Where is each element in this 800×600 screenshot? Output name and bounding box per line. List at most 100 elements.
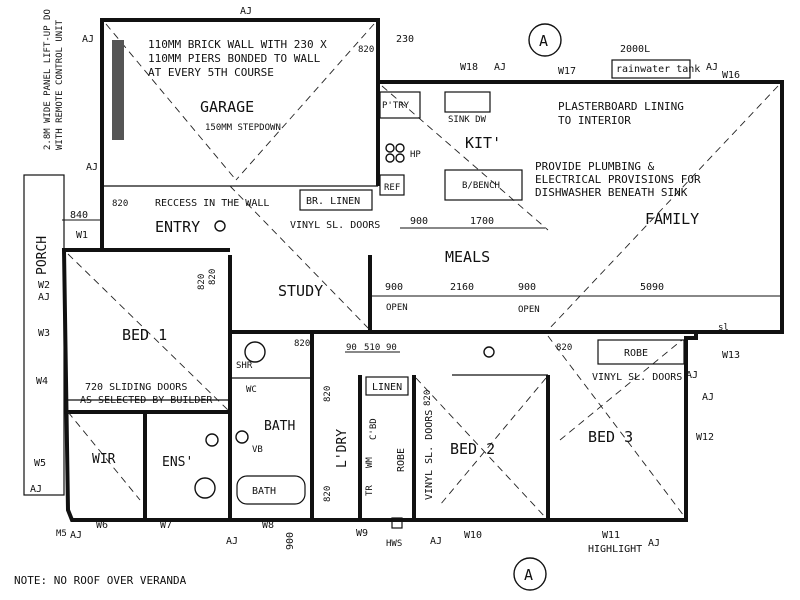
dim-2160: 2160 — [450, 282, 474, 293]
section-marker-top — [528, 23, 562, 57]
rainwater-tank-box — [611, 59, 691, 79]
window-w1: W1 — [76, 230, 88, 241]
window-w11: W11 — [602, 530, 620, 541]
tag-aj-10: AJ — [702, 392, 714, 403]
roof-lines — [67, 23, 779, 519]
dimension-labels: 230 840 900 1700 900 2160 900 5090 90 51… — [70, 34, 664, 550]
room-study: STUDY — [278, 282, 323, 300]
notes: 110MM BRICK WALL WITH 230 X 110MM PIERS … — [14, 9, 729, 587]
window-w5: W5 — [34, 458, 46, 469]
window-w12: W12 — [696, 432, 714, 443]
roof-note: NOTE: NO ROOF OVER VERANDA — [14, 574, 187, 587]
dim-900-b: 900 — [385, 282, 403, 293]
tank-label: rainwater tank — [616, 64, 700, 75]
window-w2: W2 — [38, 280, 50, 291]
room-bath: BATH — [264, 419, 295, 434]
garage-door-note-line2: WITH REMOTE CONTROL UNIT — [55, 19, 65, 150]
label-bbench: B/BENCH — [462, 181, 500, 191]
dim-90-b: 90 — [386, 343, 397, 353]
section-labels: A A — [524, 32, 548, 584]
vinyl-doors-note-1: VINYL SL. DOORS — [290, 220, 380, 231]
garage-wall-note-line3: AT EVERY 5TH COURSE — [148, 66, 274, 79]
window-labels: W1 W2 W3 W4 W5 W6 W7 W8 W9 W10 W11 W12 W… — [34, 62, 740, 541]
window-w9: W9 — [356, 528, 368, 539]
sink-box — [444, 91, 491, 113]
br-linen-box — [299, 189, 373, 211]
section-a-top: A — [539, 32, 548, 50]
window-w16: W16 — [722, 70, 740, 81]
dim-900-a: 900 — [410, 216, 428, 227]
room-garage: GARAGE — [200, 98, 254, 116]
pantry-box — [379, 91, 421, 119]
open-a: OPEN — [386, 303, 408, 313]
open-b: OPEN — [518, 305, 540, 315]
tag-aj-3: AJ — [494, 62, 506, 73]
label-pantry: P'TRY — [382, 101, 410, 111]
hall-light — [483, 346, 495, 358]
label-br-linen: BR. LINEN — [306, 196, 360, 207]
tag-aj-13: AJ — [38, 292, 50, 303]
window-w3: W3 — [38, 328, 50, 339]
tank-volume: 2000L — [620, 44, 650, 55]
garage-door-hatch — [112, 40, 124, 140]
dim-510: 510 — [364, 343, 380, 353]
porch-outline — [23, 174, 65, 496]
bath-shower — [244, 341, 266, 363]
vinyl-doors-note-2: VINYL SL. DOORS — [424, 410, 435, 500]
label-sink-dw: SINK DW — [448, 115, 487, 125]
room-bed2: BED 2 — [450, 440, 495, 458]
garage-door-note-line1: 2.8M WIDE PANEL LIFT-UP DO — [43, 9, 53, 150]
garage-wall-note-line1: 110MM BRICK WALL WITH 230 X — [148, 38, 327, 51]
linen-box — [365, 376, 409, 396]
plasterboard-note-line2: TO INTERIOR — [558, 114, 631, 127]
hws-box — [391, 517, 403, 529]
tag-aj-6: AJ — [30, 484, 42, 495]
label-hws: HWS — [386, 539, 402, 549]
outer-wall — [61, 80, 784, 522]
highlight-note: HIGHLIGHT — [588, 544, 642, 555]
window-m5: M5 — [56, 529, 67, 539]
window-w18: W18 — [460, 62, 478, 73]
door-size-labels: 820 820 820 820 820 820 820 820 820 — [112, 45, 572, 502]
robe-box-bed3 — [597, 339, 685, 365]
dim-1700: 1700 — [470, 216, 494, 227]
sl-note: sl — [718, 323, 729, 333]
label-robe-bed3: ROBE — [624, 348, 648, 359]
garage-wall-note-line2: 110MM PIERS BONDED TO WALL — [148, 52, 321, 65]
bath-basin — [235, 430, 249, 444]
window-w13: W13 — [722, 350, 740, 361]
tag-aj-1: AJ — [240, 6, 252, 17]
room-bed3: BED 3 — [588, 428, 633, 446]
door-garage: 820 — [358, 45, 374, 55]
room-porch: PORCH — [35, 236, 50, 275]
window-w7: W7 — [160, 520, 172, 531]
dim-230: 230 — [396, 34, 414, 45]
label-ref: REF — [384, 183, 400, 193]
tag-aj-11: AJ — [686, 370, 698, 381]
walls — [23, 18, 784, 522]
label-cbd: C'BD — [369, 418, 379, 440]
plumbing-note-line3: DISHWASHER BENEATH SINK — [535, 186, 688, 199]
dim-900-d: 900 — [285, 532, 296, 550]
window-w8: W8 — [262, 520, 274, 531]
plumbing-note-line2: ELECTRICAL PROVISIONS FOR — [535, 173, 701, 186]
door-bed1: 820 — [208, 269, 218, 285]
tag-aj-12: AJ — [70, 530, 82, 541]
label-wm: WM — [365, 457, 375, 468]
door-ldry-a: 820 — [323, 386, 333, 402]
label-hotplate: HP — [410, 150, 421, 160]
ref-box — [379, 174, 405, 196]
section-marker-bottom — [513, 557, 547, 591]
door-robe: 820 — [556, 343, 572, 353]
recess-note: RECCESS IN THE WALL — [155, 198, 269, 209]
sliding-doors-note-line1: 720 SLIDING DOORS — [85, 382, 187, 393]
label-shr: SHR — [236, 361, 253, 371]
ens-shower — [194, 477, 216, 499]
tag-aj-8: AJ — [430, 536, 442, 547]
label-linen: LINEN — [372, 382, 402, 393]
sliding-doors-note-line2: AS SELECTED BY BUILDER — [80, 395, 213, 406]
section-a-bottom: A — [524, 566, 533, 584]
tag-labels: AJ AJ AJ AJ AJ AJ AJ AJ AJ AJ AJ AJ AJ — [30, 6, 718, 549]
fixture-labels: P'TRY SINK DW HP REF B/BENCH BR. LINEN L… — [236, 101, 648, 549]
